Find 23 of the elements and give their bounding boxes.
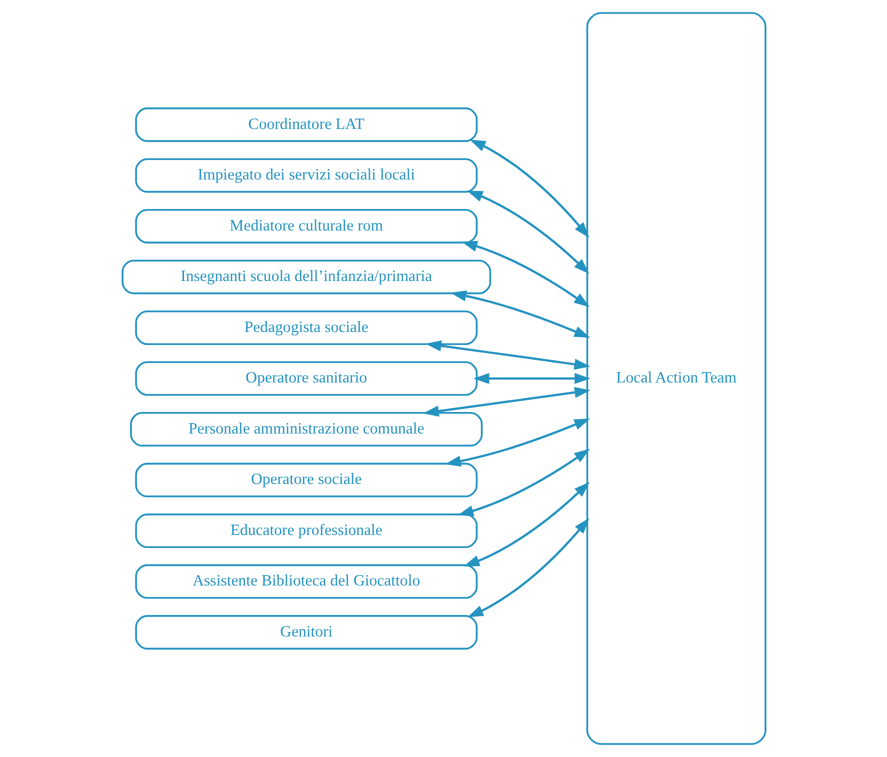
node-box: Mediatore culturale rom (134, 208, 478, 244)
arrow (466, 518, 589, 618)
arrow (422, 386, 590, 417)
arrow (450, 290, 590, 338)
arrow (469, 140, 589, 238)
arrow (425, 340, 590, 370)
node-box: Local Action Team (586, 12, 766, 745)
node-box: Assistente Biblioteca del Giocattolo (134, 564, 478, 599)
arrow (457, 448, 590, 516)
node-box: Operatore sanitario (134, 361, 478, 396)
node-box: Genitori (134, 615, 478, 650)
node-box: Personale amministrazione comunale (130, 412, 482, 447)
arrow (460, 240, 590, 308)
arrow (472, 372, 590, 384)
node-box: Coordinatore LAT (134, 107, 478, 142)
arrow (466, 190, 589, 274)
node-box: Pedagogista sociale (134, 310, 478, 345)
node-box: Operatore sociale (134, 462, 478, 498)
node-box: Educatore professionale (134, 514, 478, 548)
node-box: Insegnanti scuola dell’infanzia/primaria (121, 260, 491, 294)
arrow (444, 418, 590, 467)
arrow (463, 482, 590, 566)
node-box: Impiegato dei servizi sociali locali (134, 158, 478, 193)
